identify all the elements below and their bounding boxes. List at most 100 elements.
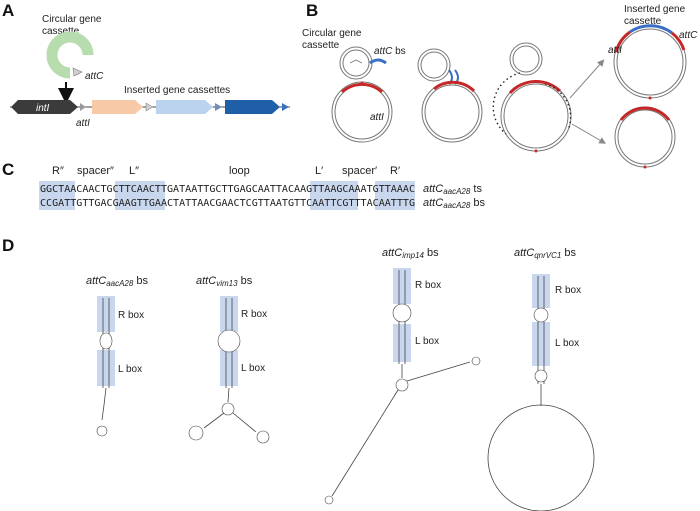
b2-integron-inner: [424, 84, 480, 140]
header-l-double-prime: L″: [129, 165, 139, 177]
b3-marker: [534, 149, 538, 153]
s4-l-box-label: L box: [555, 338, 579, 349]
s3-internal-loop: [392, 303, 412, 323]
s1-internal-loop: [99, 332, 113, 350]
b2-cassette-inner: [420, 51, 448, 79]
s1-l-box-label: L box: [118, 364, 142, 375]
cassette-2: [156, 100, 213, 114]
circular-cassette-label-line1: Circular gene: [42, 14, 102, 25]
structure-3-title: attCimp14 bs: [382, 247, 439, 260]
atti-label: attI: [76, 118, 90, 129]
b3-replication-path: [492, 72, 521, 135]
header-loop: loop: [229, 165, 250, 177]
b2-atti-arc: [433, 80, 476, 93]
s3-l-box-label: L box: [415, 336, 439, 347]
b-result1-cassette-arc: [629, 24, 673, 35]
panel-d: D attCaacA28 bs R box L box attCvim13 bs…: [2, 236, 595, 511]
header-l-prime: L′: [315, 165, 323, 177]
cassette-1: [92, 100, 143, 114]
b1-marker: [360, 81, 364, 85]
panel-c: C R″ spacer″ L″ loop L′ spacer′ R′ GGCTA…: [2, 160, 486, 210]
s2-right-arm: [232, 412, 257, 433]
panel-a: A Circular gene cassette attC Inserted g…: [2, 1, 290, 129]
b-outcome-arrow-bottom: [571, 123, 607, 144]
attc-triangle-icon: [72, 67, 83, 77]
s4-large-loop: [487, 404, 595, 511]
r-prime-box: [375, 181, 415, 210]
s1-tail-stem: [101, 387, 107, 421]
s2-lower-stem: [227, 387, 230, 403]
atti-triangle-icon: [80, 103, 86, 111]
structure-vim13: attCvim13 bs R box L box: [188, 275, 270, 444]
b-result1-atti-arc-2: [671, 31, 686, 51]
s1-r-box-highlight: [97, 296, 115, 332]
s2-internal-loop: [217, 329, 241, 353]
r-double-prime-box: [39, 181, 75, 210]
b-result1-atti-label: attI: [608, 45, 622, 56]
s2-l-box-label: L box: [241, 363, 265, 374]
b-outcome-arrow-top: [569, 59, 605, 99]
b2-cassette-outer: [417, 48, 451, 82]
s4-r-box-label: R box: [555, 285, 581, 296]
attc-site-3-icon: [282, 103, 289, 111]
s4-internal-loop-2: [534, 369, 548, 383]
panel-b-label: B: [306, 1, 318, 20]
b3-atti-arc: [508, 79, 562, 95]
b1-cassette-outer: [339, 46, 373, 80]
top-strand-sequence: GGCTAACAACTGCTTCAACTTGATAATTGCTTGAGCAATT…: [40, 184, 415, 195]
attc-label: attC: [85, 71, 104, 82]
s3-junction: [395, 378, 409, 392]
b-inserted-label-line1: Inserted gene: [624, 4, 686, 15]
s3-r-box-highlight: [393, 268, 411, 304]
b1-attc-bs-hairpin: [369, 58, 387, 65]
s2-left-arm: [203, 412, 225, 429]
s3-right-hairpin-loop: [471, 356, 481, 366]
inti-gene: [11, 100, 78, 114]
b-result1-inner: [616, 28, 684, 96]
panel-d-label: D: [2, 236, 14, 255]
s1-terminal-loop: [96, 425, 108, 437]
attc-site-2-icon: [215, 103, 222, 111]
panel-b: B Circular gene cassette attC bs attI: [302, 1, 698, 169]
b3-cassette-outer: [509, 42, 543, 76]
b-result1-marker: [648, 96, 652, 100]
structure-imp14: attCimp14 bs R box L box: [324, 247, 481, 505]
s2-l-box-highlight: [220, 350, 238, 386]
structure-1-title: attCaacA28 bs: [86, 275, 149, 288]
structure-4-title: attCqnrVC1 bs: [514, 247, 576, 260]
b-result1-atti-arc: [614, 30, 631, 53]
b3-integron-inner: [503, 83, 569, 149]
l-double-prime-box: [115, 181, 165, 210]
header-r-prime: R′: [390, 165, 400, 177]
s4-l-box-highlight: [532, 322, 550, 366]
s1-l-box-highlight: [97, 350, 115, 386]
panel-c-label: C: [2, 160, 14, 179]
s2-right-hairpin-loop: [256, 430, 270, 444]
panel-a-label: A: [2, 1, 14, 20]
header-r-double-prime: R″: [52, 165, 64, 177]
b-circular-label-line1: Circular gene: [302, 28, 362, 39]
header-spacer-prime: spacer′: [342, 165, 377, 177]
bottom-strand-name: attCaacA28 bs: [423, 197, 486, 210]
b1-atti-label: attI: [370, 112, 384, 123]
structure-qnrVC1: attCqnrVC1 bs R box L box: [487, 247, 595, 511]
inti-label: intI: [36, 103, 50, 114]
b-circular-label-line2: cassette: [302, 40, 340, 51]
s2-left-hairpin-loop: [188, 425, 204, 441]
s4-internal-loop-1: [533, 307, 549, 323]
top-strand-name: attCaacA28 ts: [423, 183, 482, 196]
s2-r-box-label: R box: [241, 309, 267, 320]
b-result2-inner: [617, 109, 673, 165]
b3-cassette-inner: [512, 45, 540, 73]
b1-attc-bs-label: attC bs: [374, 46, 406, 57]
s3-right-arm: [406, 361, 471, 382]
s2-r-box-highlight: [220, 296, 238, 332]
circular-cassette-label-line2: cassette: [42, 26, 80, 37]
b-result2-atti-arc: [619, 106, 671, 121]
b-result1-attc-label: attC: [679, 30, 698, 41]
l-prime-box: [310, 181, 358, 210]
s3-r-box-label: R box: [415, 280, 441, 291]
s3-l-box-highlight: [393, 324, 411, 362]
attc-site-1-icon: [145, 102, 154, 112]
